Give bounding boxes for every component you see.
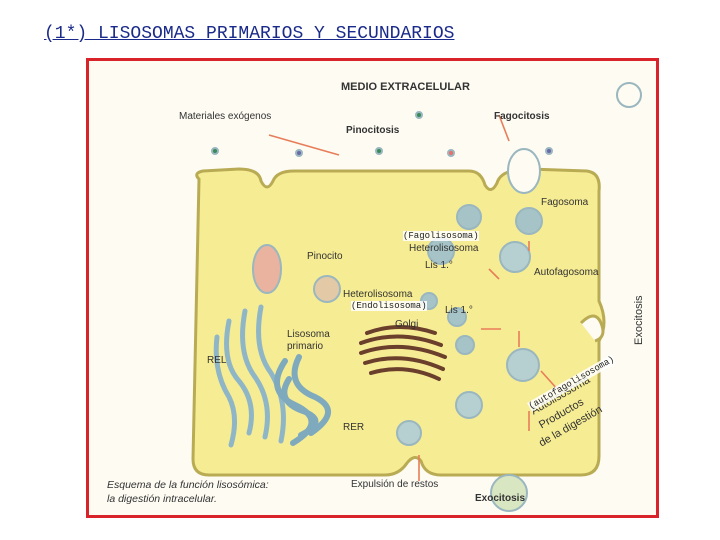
label-pinocito: Pinocito (307, 251, 343, 263)
label-expulsion-restos: Expulsión de restos (351, 479, 438, 491)
label-materiales-exogenos: Materiales exógenos (179, 111, 271, 123)
label-heterolisosoma-top: Heterolisosoma (409, 243, 478, 255)
label-pinocitosis: Pinocitosis (346, 125, 399, 137)
caption-line-1: Esquema de la función lisosómica: (107, 479, 269, 491)
label-lisosoma-primario: Lisosoma primario (287, 329, 347, 353)
label-exocitosis-bottom: Exocitosis (475, 493, 525, 505)
label-fagocitosis: Fagocitosis (494, 111, 550, 123)
label-exocitosis-side: Exocitosis (633, 295, 645, 345)
caption-line-2: la digestión intracelular. (107, 493, 217, 505)
label-heterolisosoma-mid: Heterolisosoma (343, 289, 412, 301)
label-fagosoma: Fagosoma (541, 197, 588, 209)
label-medio-extracelular: MEDIO EXTRACELULAR (341, 81, 470, 93)
label-lis1-top: Lis 1.° (425, 260, 453, 272)
slide-title: (1*) LISOSOMAS PRIMARIOS Y SECUNDARIOS (44, 24, 454, 44)
label-autofagosoma: Autofagosoma (534, 267, 599, 279)
label-golgi: Golgi (395, 319, 418, 331)
label-rel: REL (207, 355, 226, 367)
label-rer: RER (343, 422, 364, 434)
label-fagolisosoma: (Fagolisosoma) (403, 231, 479, 241)
label-lis1-mid: Lis 1.° (445, 305, 473, 317)
label-endolisosoma: (Endolisosoma) (351, 301, 427, 311)
diagram-frame: MEDIO EXTRACELULAR Materiales exógenos P… (86, 58, 659, 518)
